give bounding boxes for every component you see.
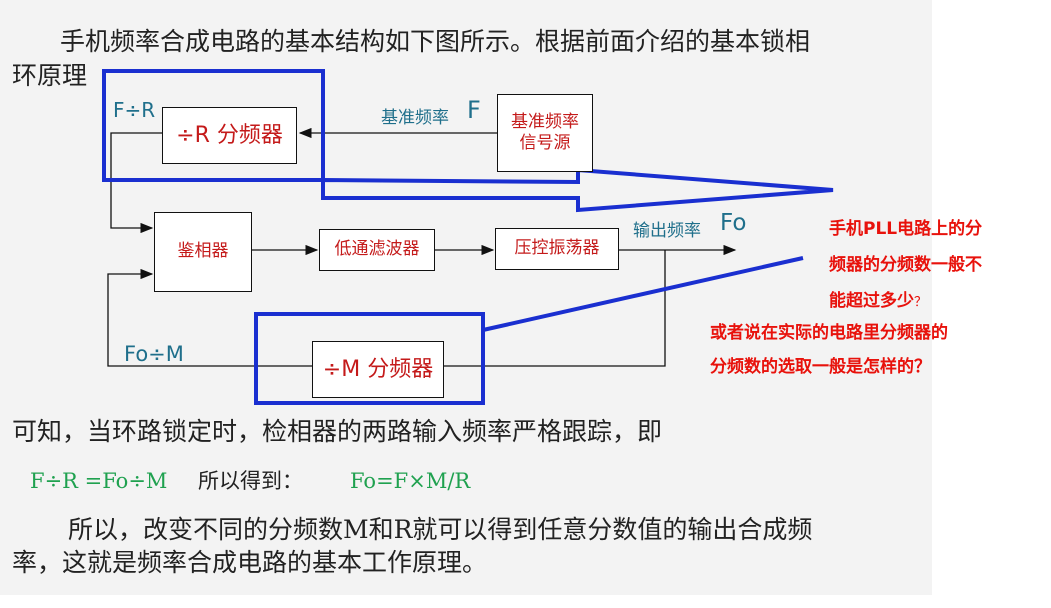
highlight-box-div-r	[102, 69, 325, 182]
divider-r-label: ÷R 分频器	[176, 122, 283, 148]
callout-line-div-m	[482, 256, 804, 332]
question-mark: ？	[914, 295, 928, 310]
low-pass-filter-box: 低通滤波器	[319, 229, 435, 271]
formula-1: F÷R =Fo÷M	[30, 469, 168, 493]
question-line-3: 能超过多少？	[829, 286, 927, 311]
vco-label: 压控振荡器	[514, 238, 600, 259]
so-text: 所以得到：	[198, 469, 303, 493]
question-alt-line-2: 分频数的选取一般是怎样的？	[710, 357, 931, 377]
label-fo-div-m: Fo÷M	[124, 342, 184, 366]
divider-r-box: ÷R 分频器	[162, 107, 297, 164]
intro-line-2: 环原理	[12, 61, 88, 90]
question-alt-line-1: 或者说在实际的电路里分频器的	[710, 323, 948, 343]
phase-detector-box: 鉴相器	[154, 212, 252, 292]
ref-source-label-line2: 信号源	[519, 133, 571, 153]
conclusion-line-2: 所以，改变不同的分频数M和R就可以得到任意分数值的输出合成频	[68, 515, 813, 544]
label-output-freq: 输出频率	[633, 221, 701, 241]
vco-box: 压控振荡器	[495, 228, 619, 270]
question-line-1: 手机PLL电路上的分	[829, 219, 983, 239]
label-output-symbol: Fo	[720, 210, 747, 236]
slide-background	[0, 0, 932, 595]
conclusion-line-3: 率，这就是频率合成电路的基本工作原理。	[12, 548, 488, 577]
low-pass-filter-label: 低通滤波器	[334, 239, 420, 260]
label-ref-freq: 基准频率	[381, 108, 449, 128]
label-ref-symbol: F	[467, 96, 481, 124]
label-f-div-r: F÷R	[113, 98, 156, 122]
callout-arrow-div-r	[321, 167, 834, 213]
question-line-2: 频器的分频数一般不	[829, 255, 982, 275]
line-div-m-to-pd	[107, 268, 312, 367]
phase-detector-label: 鉴相器	[177, 241, 229, 262]
highlight-box-div-m	[254, 312, 485, 405]
ref-source-box: 基准频率 信号源	[497, 94, 593, 172]
formula-2: Fo=F×M/R	[350, 469, 471, 493]
question-line-3-text: 能超过多少	[829, 291, 914, 311]
conclusion-line-1: 可知，当环路锁定时，检相器的两路输入频率严格跟踪，即	[12, 417, 663, 446]
intro-line-1: 手机频率合成电路的基本结构如下图所示。根据前面介绍的基本锁相	[60, 27, 811, 56]
ref-source-label-line1: 基准频率	[511, 111, 579, 132]
divider-m-box: ÷M 分频器	[312, 341, 444, 398]
divider-m-label: ÷M 分频器	[322, 356, 434, 382]
